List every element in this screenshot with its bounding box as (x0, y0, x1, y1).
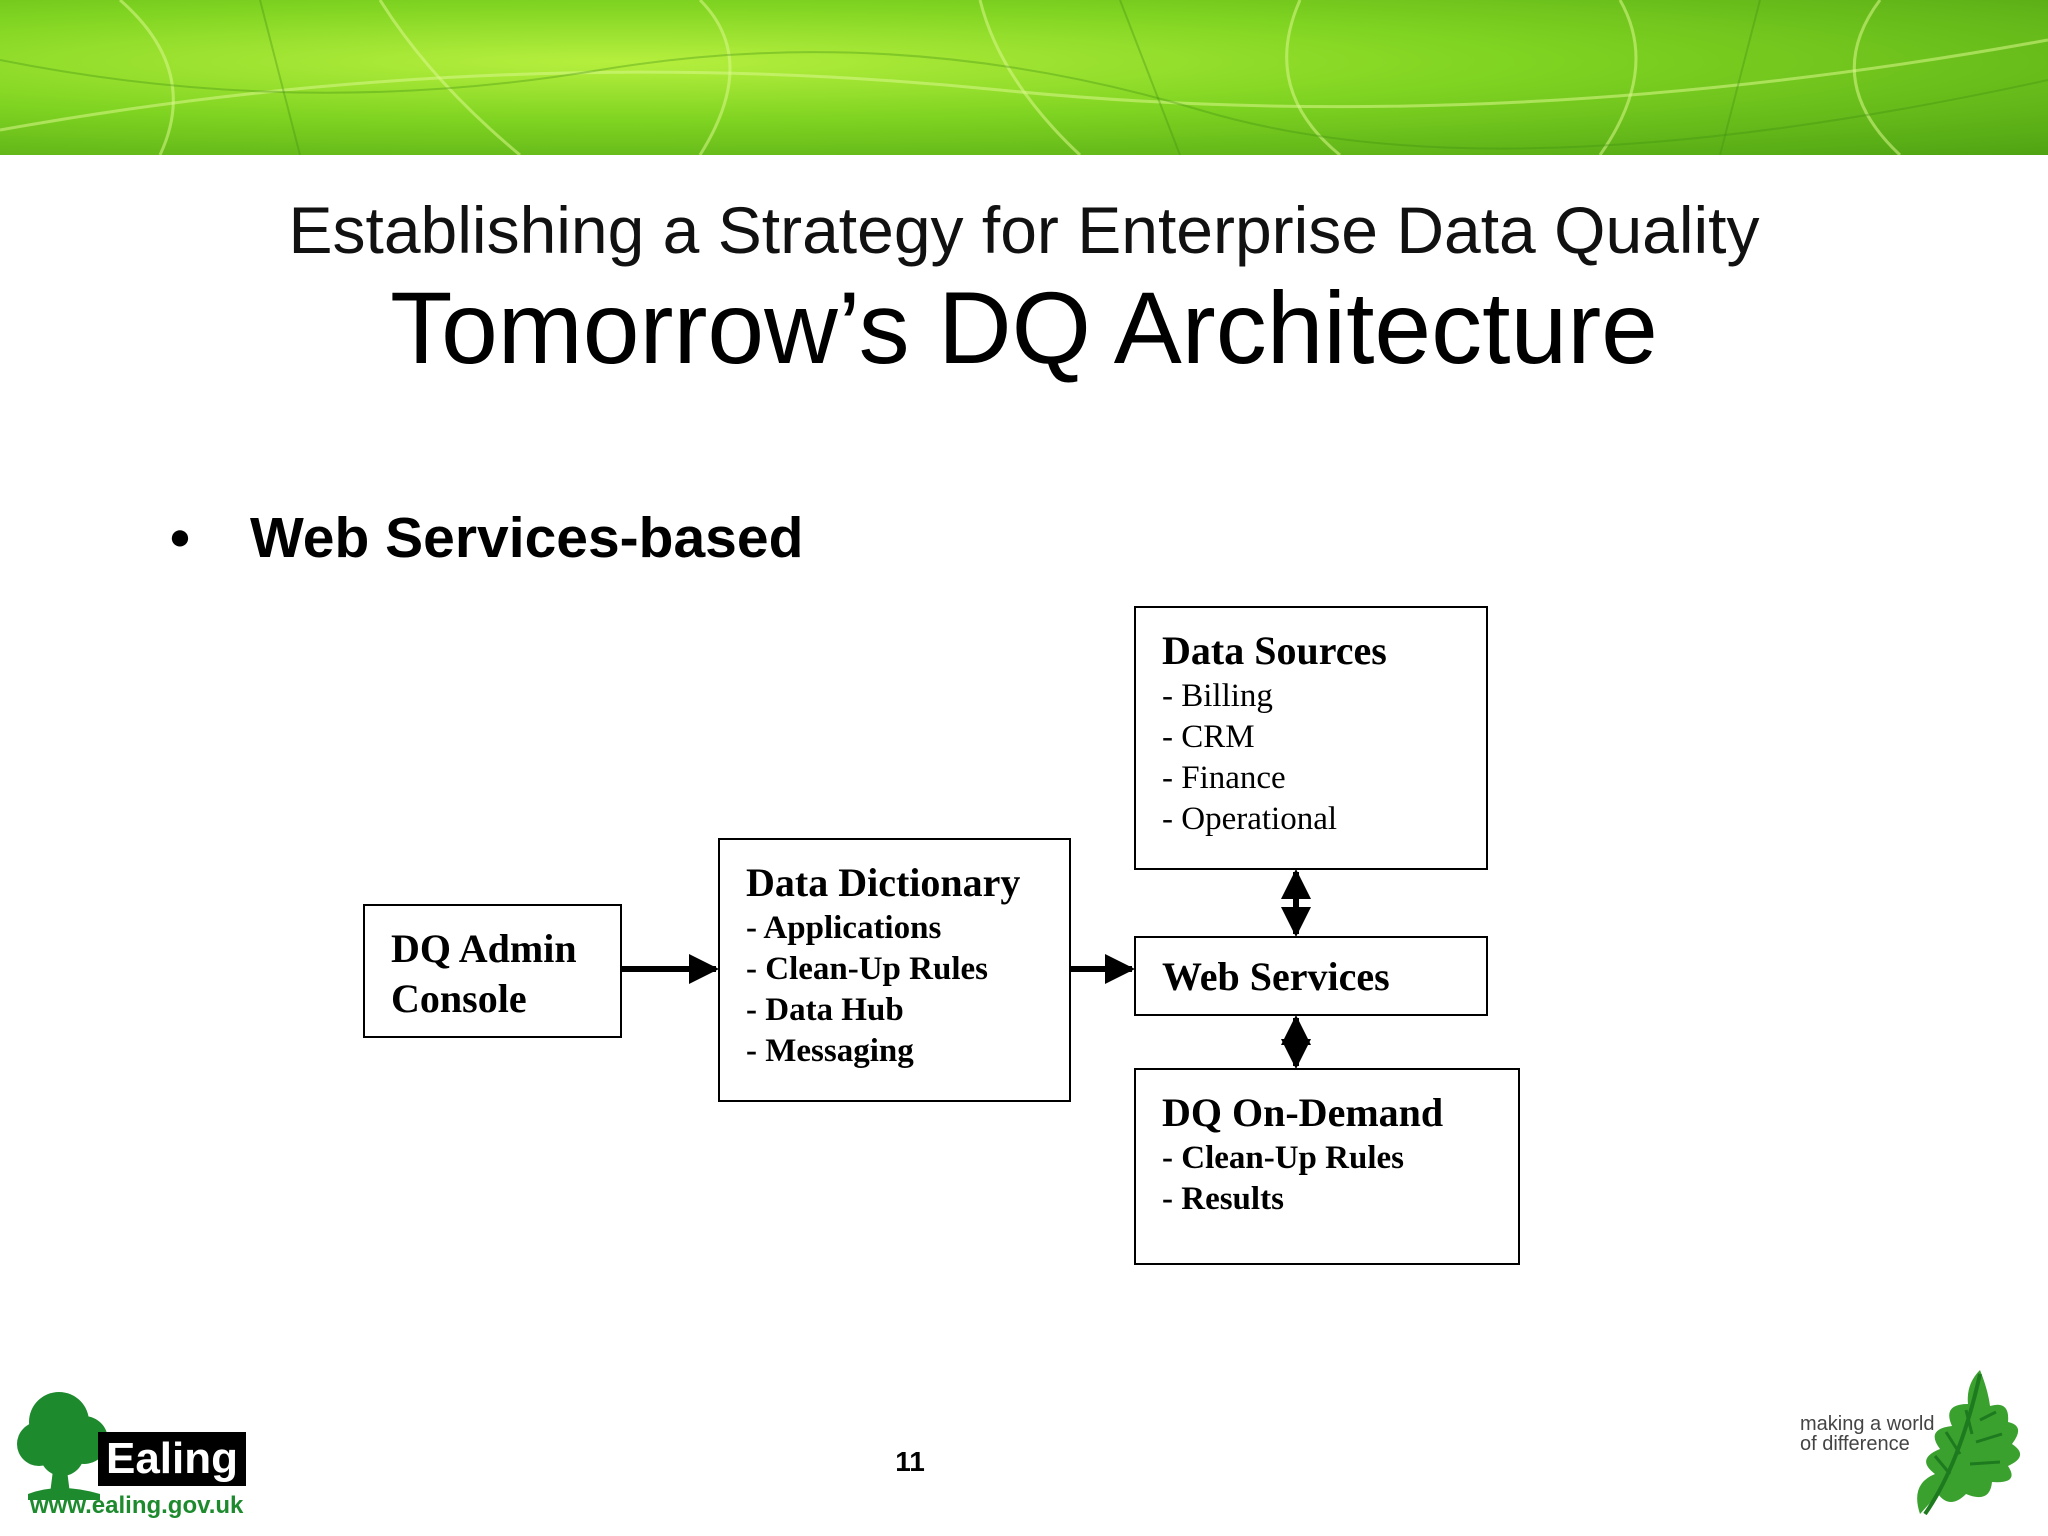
data-dictionary-item: - Clean-Up Rules (746, 951, 989, 987)
page-number: 11 (895, 1446, 925, 1477)
data-sources-item: - Finance (1162, 760, 1286, 796)
data-dictionary-box: Data Dictionary - Applications - Clean-U… (718, 838, 1071, 1102)
data-sources-item: - Billing (1162, 678, 1273, 714)
dq-on-demand-title: DQ On-Demand (1162, 1090, 1444, 1135)
tagline: making a world of difference (1800, 1414, 1935, 1454)
tagline-line2: of difference (1800, 1433, 1910, 1455)
leaf-veins (0, 0, 2048, 155)
ealing-url: www.ealing.gov.uk (30, 1492, 244, 1519)
leaf-banner (0, 0, 2048, 155)
data-sources-box: Data Sources - Billing - CRM - Finance -… (1134, 606, 1488, 870)
dq-on-demand-item: - Results (1162, 1181, 1284, 1217)
data-dictionary-title: Data Dictionary (746, 860, 1021, 905)
bullet-text: Web Services-based (250, 506, 804, 570)
web-services-title: Web Services (1162, 954, 1390, 999)
dq-admin-line1: DQ Admin (391, 926, 577, 971)
data-dictionary-item: - Messaging (746, 1033, 914, 1069)
data-dictionary-item: - Data Hub (746, 992, 904, 1028)
data-sources-item: - Operational (1162, 801, 1338, 837)
dq-admin-line2: Console (391, 976, 527, 1021)
ealing-logo-text: Ealing (98, 1432, 246, 1486)
bullet-item: • Web Services-based (170, 505, 803, 571)
dq-on-demand-item: - Clean-Up Rules (1162, 1140, 1405, 1176)
tagline-line1: making a world (1800, 1413, 1935, 1435)
bullet-dot: • (170, 506, 190, 570)
dq-admin-console-box: DQ Admin Console (363, 904, 622, 1038)
ealing-tree-icon (17, 1392, 108, 1500)
data-sources-item: - CRM (1162, 719, 1255, 755)
dq-on-demand-box: DQ On-Demand - Clean-Up Rules - Results (1134, 1068, 1520, 1265)
data-sources-title: Data Sources (1162, 628, 1387, 673)
web-services-box: Web Services (1134, 936, 1488, 1016)
slide-subtitle: Establishing a Strategy for Enterprise D… (288, 193, 1760, 267)
data-dictionary-item: - Applications (746, 910, 942, 946)
slide-title: Tomorrow’s DQ Architecture (390, 271, 1658, 385)
oak-leaf-icon (1917, 1370, 2021, 1516)
